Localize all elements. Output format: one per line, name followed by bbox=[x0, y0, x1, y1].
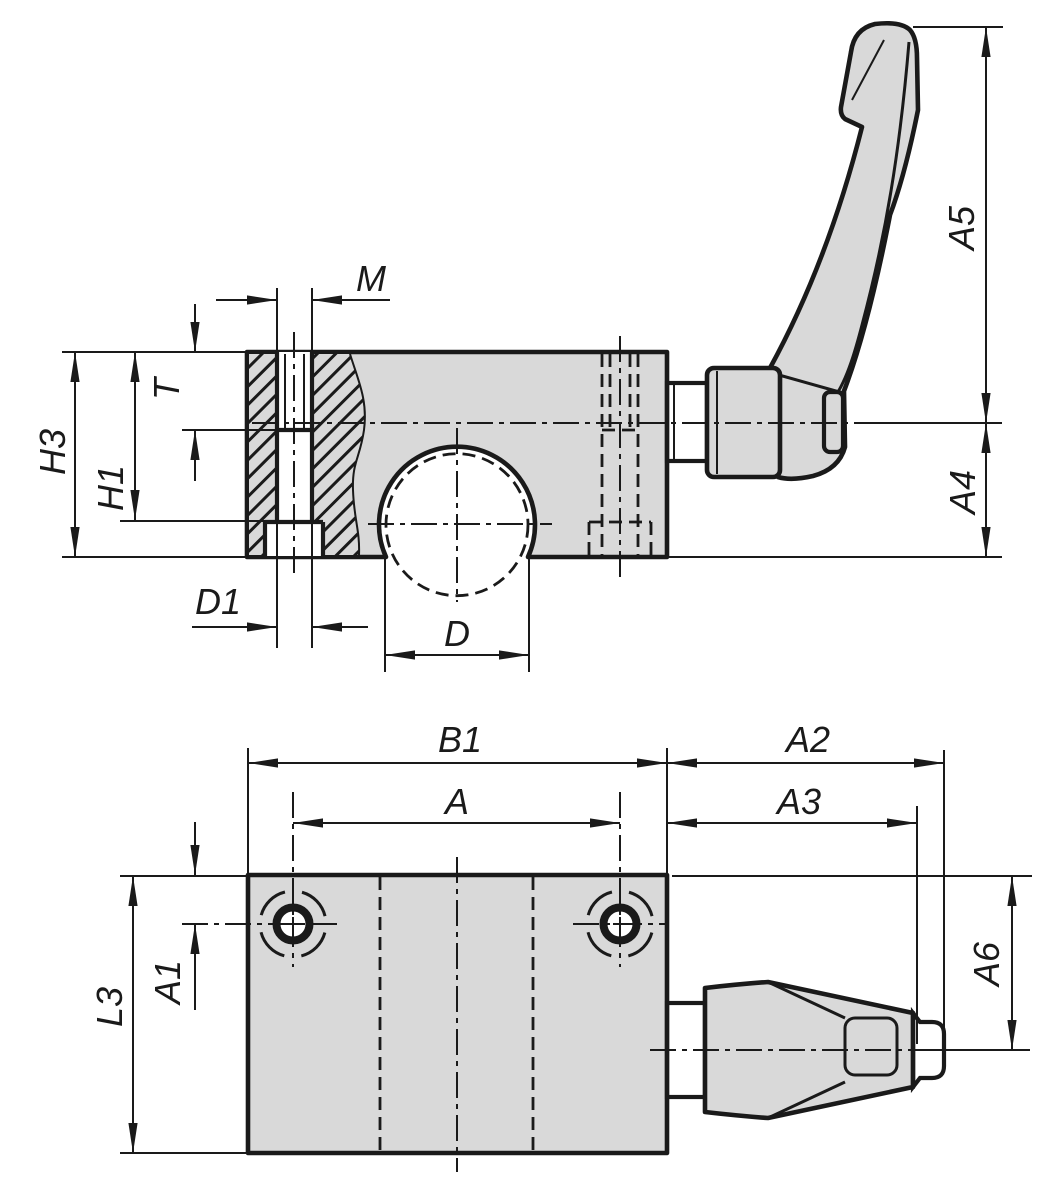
break-line bbox=[349, 353, 366, 556]
dim-label-d1: D1 bbox=[195, 581, 241, 622]
dim-label-d: D bbox=[444, 613, 470, 654]
clamp-lever bbox=[664, 20, 921, 482]
cap-inner-face bbox=[843, 1016, 899, 1077]
screw-hole-left bbox=[182, 792, 340, 967]
dim-label-h1: H1 bbox=[90, 465, 131, 511]
front-centerlines bbox=[252, 332, 1002, 602]
lever-bottom bbox=[650, 979, 1030, 1121]
hatch-right-wall bbox=[312, 354, 365, 555]
dim-label-a4: A4 bbox=[942, 470, 983, 516]
dim-label-a: A bbox=[443, 781, 469, 822]
hatch-left-wall bbox=[249, 354, 277, 555]
lever-arm bbox=[767, 20, 921, 482]
bottom-dimensions: B1 A A2 A3 A1 L3 A6 bbox=[89, 719, 1032, 1154]
dim-label-a5: A5 bbox=[941, 205, 982, 252]
dim-label-a1: A1 bbox=[147, 960, 188, 1006]
front-dimensions: M T H1 H3 D1 D A5 A4 bbox=[32, 26, 1003, 672]
grip-rib-top bbox=[767, 980, 846, 1020]
grip-rib-bottom bbox=[767, 1080, 846, 1120]
base-plate bbox=[245, 857, 670, 1172]
dim-label-a2: A2 bbox=[784, 719, 830, 760]
lever-arm-edge bbox=[836, 41, 911, 393]
dim-label-t: T bbox=[146, 375, 187, 400]
bottom-view: B1 A A2 A3 A1 L3 A6 bbox=[89, 719, 1032, 1172]
dim-label-l3: L3 bbox=[89, 987, 130, 1027]
screw-hole-right bbox=[573, 792, 667, 967]
dim-label-a3: A3 bbox=[775, 781, 821, 822]
lever-tip-edge bbox=[851, 39, 885, 101]
dim-label-b1: B1 bbox=[438, 719, 482, 760]
dim-label-m: M bbox=[356, 258, 386, 299]
front-view: M T H1 H3 D1 D A5 A4 bbox=[32, 20, 1003, 672]
dim-label-a6: A6 bbox=[966, 941, 1007, 988]
dim-label-h3: H3 bbox=[32, 429, 73, 475]
grip-cap bbox=[910, 1006, 947, 1094]
